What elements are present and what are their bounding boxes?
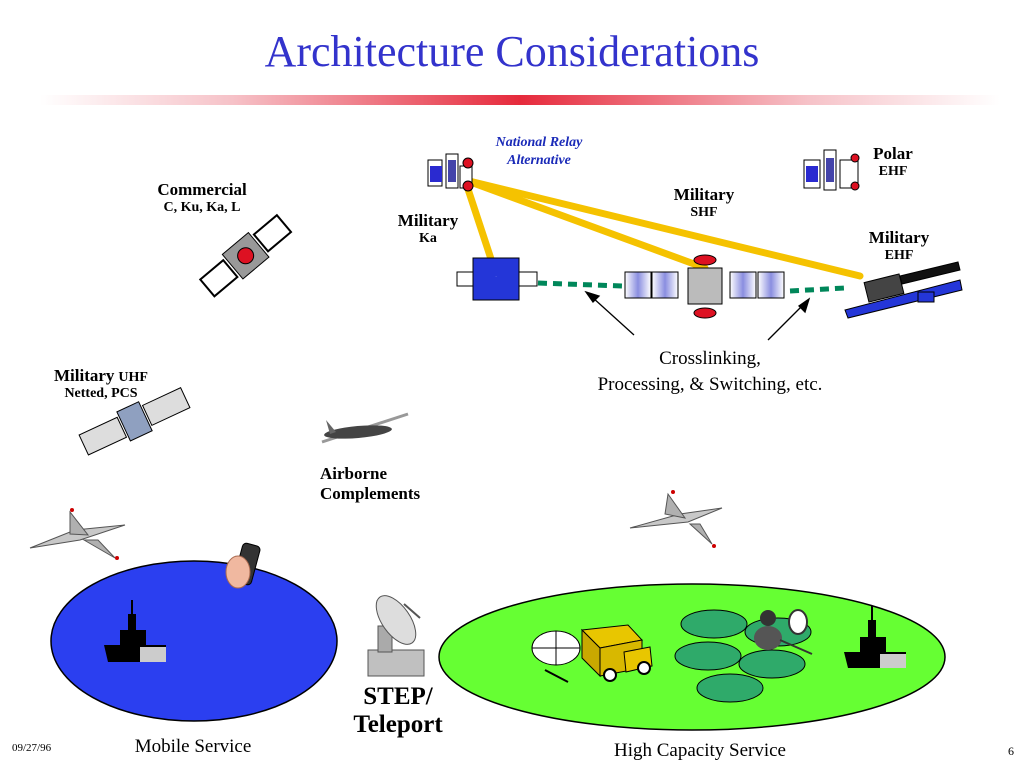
mobile-service-label: Mobile Service — [134, 736, 252, 757]
military-ehf-satellite-icon — [844, 261, 963, 319]
small-zone-2 — [674, 641, 742, 671]
ground-dish-icon — [531, 630, 581, 683]
high-capacity-service-label: High Capacity Service — [613, 740, 786, 761]
national-relay-line-2: Alternative — [507, 153, 571, 169]
airborne-label: Airborne Complements — [320, 464, 460, 503]
military-shf-line-1: Military — [673, 185, 735, 204]
fighter-jet-right-icon — [629, 490, 723, 548]
military-uhf-band: UHF — [118, 370, 148, 385]
small-zone-3 — [696, 673, 764, 703]
page-number: 6 — [1008, 744, 1014, 758]
small-zone-1 — [680, 609, 748, 639]
military-shf-label: Military SHF — [664, 185, 744, 221]
fighter-jet-left-icon — [29, 508, 126, 560]
airborne-line-2: Complements — [320, 483, 421, 503]
military-uhf-line-2: Netted, PCS — [64, 386, 138, 402]
military-uhf-satellite-icon — [78, 387, 191, 456]
military-uhf-line-1: Military — [54, 366, 115, 385]
military-ka-line-1: Military — [397, 211, 459, 230]
handheld-phone-icon — [225, 542, 261, 589]
teleport-dish-icon — [367, 595, 425, 677]
step-line-1: STEP/ — [363, 683, 433, 710]
polar-line-2: EHF — [878, 163, 908, 179]
airborne-line-1: Airborne — [320, 464, 388, 483]
commercial-line-1: Commercial — [157, 180, 247, 199]
slide-title: Architecture Considerations — [264, 27, 760, 76]
mobile-service-zone — [50, 560, 338, 722]
military-ka-satellite-icon: · — [456, 257, 538, 301]
crosslink-arrows — [584, 290, 811, 341]
relay-links — [461, 176, 864, 280]
commercial-label: Commercial C, Ku, Ka, L — [140, 180, 264, 216]
commercial-line-2: C, Ku, Ka, L — [163, 199, 241, 215]
national-relay-label: National Relay Alternative — [470, 134, 608, 170]
military-ehf-line-1: Military — [868, 228, 930, 247]
polar-line-1: Polar — [873, 144, 913, 163]
military-ka-line-2: Ka — [419, 230, 437, 246]
polar-satellite-icon — [803, 149, 860, 191]
slide-date: 09/27/96 — [12, 742, 52, 754]
crosslinking-line-1: Crosslinking, — [659, 348, 761, 369]
svg-text:·: · — [495, 274, 496, 279]
commercial-satellite-icon — [198, 213, 293, 298]
title-divider — [40, 95, 1000, 105]
ship-right-icon — [844, 606, 906, 668]
small-zone-5 — [738, 649, 806, 679]
airborne-aircraft-icon — [321, 412, 409, 444]
military-shf-satellite-icon — [624, 254, 785, 319]
crosslinks — [537, 280, 846, 294]
relay-satellite-icon — [427, 153, 474, 192]
soldier-terminal-icon — [754, 609, 813, 655]
military-ka-label: Military Ka — [386, 211, 470, 247]
national-relay-line-1: National Relay — [495, 135, 583, 150]
military-uhf-label: Military UHF Netted, PCS — [36, 366, 166, 402]
crosslinking-label: Crosslinking, Processing, & Switching, e… — [560, 346, 860, 397]
mobile-truck-icon — [580, 624, 653, 682]
step-teleport-label: STEP/ Teleport — [330, 683, 466, 738]
military-ehf-label: Military EHF — [858, 228, 940, 264]
crosslinking-line-2: Processing, & Switching, etc. — [597, 373, 823, 395]
polar-ehf-label: Polar EHF — [858, 144, 928, 180]
military-ehf-line-2: EHF — [884, 247, 914, 263]
step-line-2: Teleport — [353, 710, 443, 738]
military-shf-line-2: SHF — [690, 204, 718, 220]
ship-left-icon — [104, 600, 166, 662]
